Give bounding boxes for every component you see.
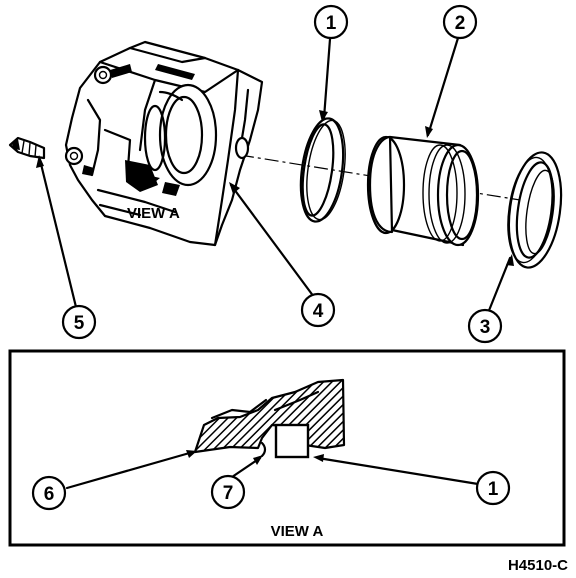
dust-boot — [507, 151, 563, 269]
callout-2: 2 — [442, 4, 478, 40]
bleeder-screw — [8, 136, 46, 160]
svg-text:6: 6 — [44, 484, 55, 505]
view-a-label-inset: VIEW A — [271, 523, 324, 540]
svg-text:4: 4 — [313, 301, 324, 322]
svg-text:1: 1 — [488, 479, 499, 500]
callout-3: 3 — [467, 308, 503, 344]
svg-text:3: 3 — [480, 317, 491, 338]
svg-text:7: 7 — [223, 483, 234, 504]
piston-seal — [299, 117, 346, 223]
callout-1-inset: 1 — [475, 470, 511, 506]
callout-4: 4 — [300, 292, 336, 328]
callout-1-top: 1 — [313, 4, 349, 40]
caliper-housing — [64, 40, 264, 247]
figure-code: H4510-C — [508, 557, 568, 574]
callout-6: 6 — [31, 475, 67, 511]
inset-seal-square — [274, 423, 310, 459]
view-a-label-upper: VIEW A — [127, 205, 180, 222]
svg-text:2: 2 — [455, 13, 466, 34]
piston — [366, 135, 480, 247]
svg-text:5: 5 — [74, 313, 85, 334]
callout-7: 7 — [210, 474, 246, 510]
leader-lines-upper — [38, 36, 512, 320]
callout-5: 5 — [61, 304, 97, 340]
svg-text:1: 1 — [326, 13, 337, 34]
